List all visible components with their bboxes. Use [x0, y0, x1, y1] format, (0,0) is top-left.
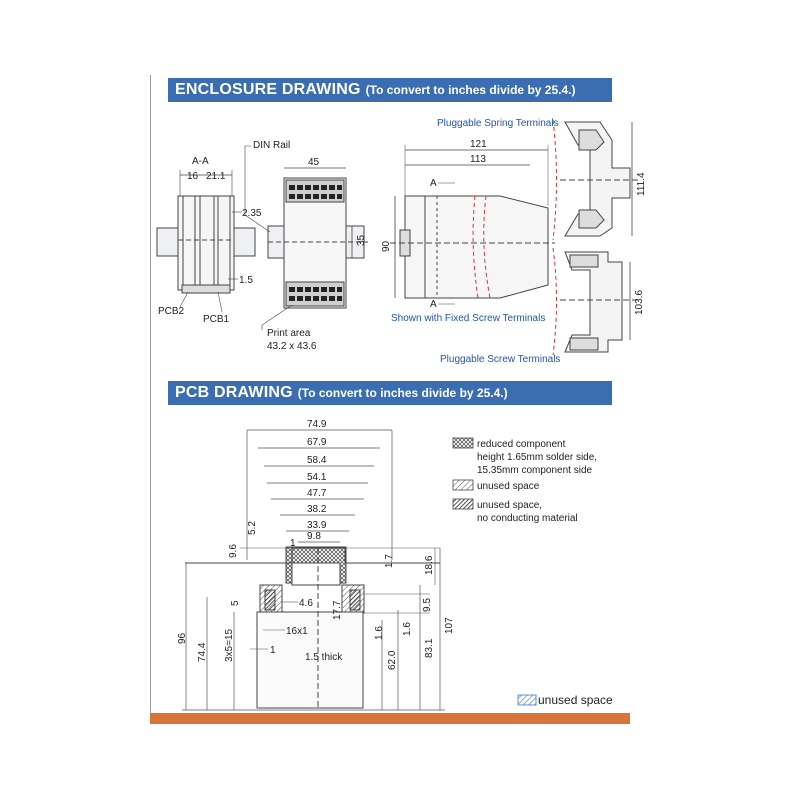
- dim-35: 35: [356, 234, 367, 246]
- width-58-4: 58.4: [307, 455, 327, 466]
- print-area-size: 43.2 x 43.6: [267, 341, 317, 352]
- pcb-title: PCB DRAWING: [175, 384, 293, 401]
- dim-5-2: 5.2: [247, 521, 258, 535]
- width-74-9: 74.9: [307, 419, 327, 430]
- pcb-height-dims: [182, 548, 445, 711]
- width-47-7: 47.7: [307, 488, 327, 499]
- dim-103-6: 103.6: [634, 290, 645, 315]
- din-rail-label: DIN Rail: [253, 140, 290, 151]
- dim-45: 45: [308, 157, 320, 168]
- pcb-legend: reduced component height 1.65mm solder s…: [452, 437, 613, 707]
- legend-unused: unused space: [477, 481, 540, 492]
- section-aa-view: [156, 195, 256, 294]
- legend-noconduct-line1: unused space,: [477, 500, 542, 511]
- section-a-bottom: A: [430, 299, 437, 310]
- enclosure-drawing-banner: ENCLOSURE DRAWING (To convert to inches …: [168, 78, 612, 102]
- pcb-outline: [185, 546, 440, 710]
- legend-reduced-line1: reduced component: [477, 439, 566, 450]
- screw-terminals-callout: Pluggable Screw Terminals: [440, 354, 560, 365]
- dim-9-5: 9.5: [422, 598, 433, 612]
- dim-16x1: 16x1: [286, 626, 308, 637]
- dim-74-4: 74.4: [197, 642, 208, 662]
- dim-1-bottom: 1: [270, 645, 276, 656]
- dim-3x5-15: 3x5=15: [224, 628, 235, 662]
- dim-62: 62.0: [387, 650, 398, 670]
- section-a-top: A: [430, 178, 437, 189]
- dim-96: 96: [177, 632, 188, 644]
- width-38-2: 38.2: [307, 504, 327, 515]
- pcb-subtitle: (To convert to inches divide by 25.4.): [297, 386, 508, 400]
- footer-orange-bar: [150, 713, 630, 724]
- print-area-label: Print area: [267, 328, 311, 339]
- width-54-1: 54.1: [307, 472, 327, 483]
- dim-5: 5: [230, 600, 241, 606]
- section-label: A-A: [192, 156, 209, 167]
- dim-1-6-b: 1.6: [402, 622, 413, 636]
- legend-unused-blue: unused space: [538, 693, 613, 707]
- front-view: [267, 177, 368, 309]
- side-view: [390, 195, 555, 299]
- dim-1-5: 1.5: [239, 275, 253, 286]
- spring-terminal-detail: [560, 121, 640, 237]
- dim-1-top: 1: [290, 538, 296, 549]
- dim-1-7: 1.7: [384, 554, 395, 568]
- pcb2-label: PCB2: [158, 306, 185, 317]
- front-terminals: [289, 185, 342, 301]
- dim-1-6-a: 1.6: [374, 626, 385, 640]
- dim-111-4: 111.4: [636, 172, 647, 196]
- legend-reduced-line2: height 1.65mm solder side,: [477, 452, 597, 463]
- width-67-9: 67.9: [307, 437, 327, 448]
- dim-21-1: 21.1: [206, 171, 226, 182]
- dim-9-6: 9.6: [228, 544, 239, 558]
- dim-2-35: 2.35: [242, 208, 262, 219]
- dim-4-6: 4.6: [299, 598, 313, 609]
- width-9-8: 9.8: [307, 531, 321, 542]
- dim-90: 90: [381, 240, 392, 252]
- board-thickness-label: 1.5 thick: [305, 652, 343, 663]
- width-33-9: 33.9: [307, 520, 327, 531]
- spring-terminals-callout: Pluggable Spring Terminals: [437, 118, 559, 129]
- enclosure-title: ENCLOSURE DRAWING: [175, 81, 361, 98]
- legend-reduced-line3: 15.35mm component side: [477, 465, 593, 476]
- dim-83-1: 83.1: [424, 638, 435, 658]
- legend-noconduct-line2: no conducting material: [477, 513, 578, 524]
- pcb1-label: PCB1: [203, 314, 230, 325]
- pcb-drawing-banner: PCB DRAWING (To convert to inches divide…: [168, 381, 612, 405]
- dim-107: 107: [444, 617, 455, 634]
- pcb-width-dims: [246, 429, 393, 560]
- dim-121: 121: [470, 139, 487, 150]
- enclosure-subtitle: (To convert to inches divide by 25.4.): [365, 83, 576, 97]
- screw-terminal-detail: [560, 251, 640, 353]
- left-border-line: [150, 75, 151, 715]
- dim-113: 113: [470, 154, 486, 165]
- dim-17-7: 17.7: [332, 600, 343, 620]
- fixed-screw-callout: Shown with Fixed Screw Terminals: [391, 313, 545, 324]
- dim-18-6: 18.6: [424, 555, 435, 575]
- dim-16: 16: [187, 171, 199, 182]
